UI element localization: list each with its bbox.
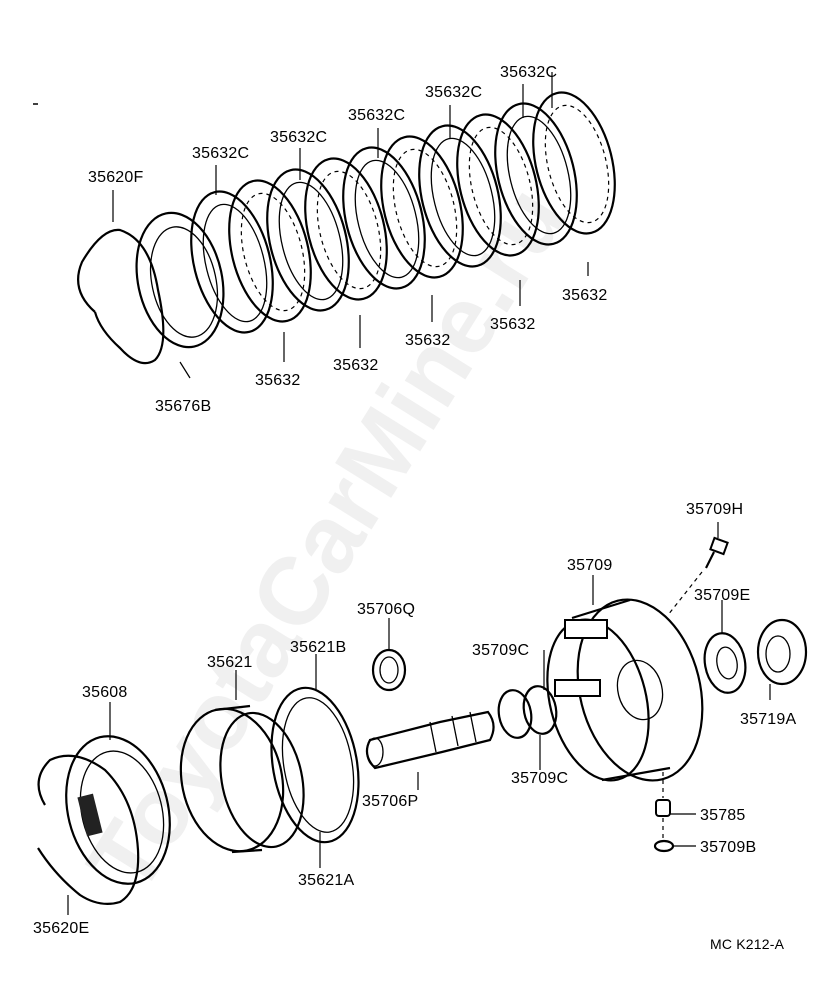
label-35709B: 35709B (700, 839, 756, 856)
label-35632C-6: 35632C (500, 64, 557, 81)
label-35706P: 35706P (362, 793, 418, 810)
plate-inner (354, 159, 420, 279)
label-35632-1: 35632 (255, 372, 301, 389)
part-35621B (270, 686, 360, 844)
label-35620F: 35620F (88, 169, 143, 186)
diagram-code: MC K212-A (710, 936, 785, 952)
plate-inner (316, 170, 382, 290)
part-35785 (655, 799, 671, 817)
label-35719A: 35719A (740, 711, 796, 728)
part-35608 (65, 735, 171, 885)
label-35676B: 35676B (155, 398, 211, 415)
label-35709C-bottom: 35709C (511, 770, 568, 787)
label-35621A: 35621A (298, 872, 354, 889)
label-35621B: 35621B (290, 639, 346, 656)
part-labels: 35632C 35632C 35632C 35632C 35632C 35620… (33, 64, 796, 952)
label-35632C-2: 35632C (192, 145, 249, 162)
plate-outer (342, 146, 426, 290)
part-35706Q (371, 648, 407, 692)
label-35632-3: 35632 (405, 332, 451, 349)
plate-outer (418, 124, 502, 268)
label-35632-2: 35632 (333, 357, 379, 374)
plate-outer (228, 179, 312, 323)
plates-group (190, 91, 616, 334)
upper-leaders (112, 72, 589, 379)
assembly-dashed-lines (662, 571, 703, 838)
label-35709C-top: 35709C (472, 642, 529, 659)
plate-inner (202, 203, 268, 323)
label-35632C-5: 35632C (425, 84, 482, 101)
clutch-plate-stack (77, 91, 616, 365)
plate-outer (304, 157, 388, 301)
part-35709H (705, 536, 729, 569)
plate-inner (278, 181, 344, 301)
plate-inner (240, 192, 306, 312)
label-35709H: 35709H (686, 501, 743, 518)
part-35621 (179, 704, 305, 854)
label-35621: 35621 (207, 654, 253, 671)
part-35719A (756, 618, 808, 686)
part-35709 (546, 598, 704, 782)
part-35709E (703, 632, 747, 694)
plate-outer (456, 113, 540, 257)
part-35709B (653, 839, 675, 853)
label-35608: 35608 (82, 684, 128, 701)
snap-ring-35620F (77, 228, 165, 365)
label-35620E: 35620E (33, 920, 89, 937)
label-35632-5: 35632 (562, 287, 608, 304)
part-35706P (365, 710, 495, 770)
plate-outer (266, 168, 350, 312)
label-35709E: 35709E (694, 587, 750, 604)
label-35706Q: 35706Q (357, 601, 415, 618)
plate-outer (190, 190, 274, 334)
plate-35676B (135, 211, 225, 349)
label-35785: 35785 (700, 807, 746, 824)
plate-inner (392, 148, 458, 268)
label-35632C-4: 35632C (348, 107, 405, 124)
plate-inner (430, 137, 496, 257)
label-35709: 35709 (567, 557, 613, 574)
part-35709C-rings (497, 685, 558, 739)
label-35632-4: 35632 (490, 316, 536, 333)
plate-inner (506, 115, 572, 235)
plate-outer (532, 91, 616, 235)
plate-outer (380, 135, 464, 279)
plate-outer (494, 102, 578, 246)
lower-leaders (67, 522, 771, 915)
snap-ring-35620E (37, 754, 140, 905)
plate-inner (544, 104, 610, 224)
plate-inner (468, 126, 534, 246)
label-35632C-3: 35632C (270, 129, 327, 146)
